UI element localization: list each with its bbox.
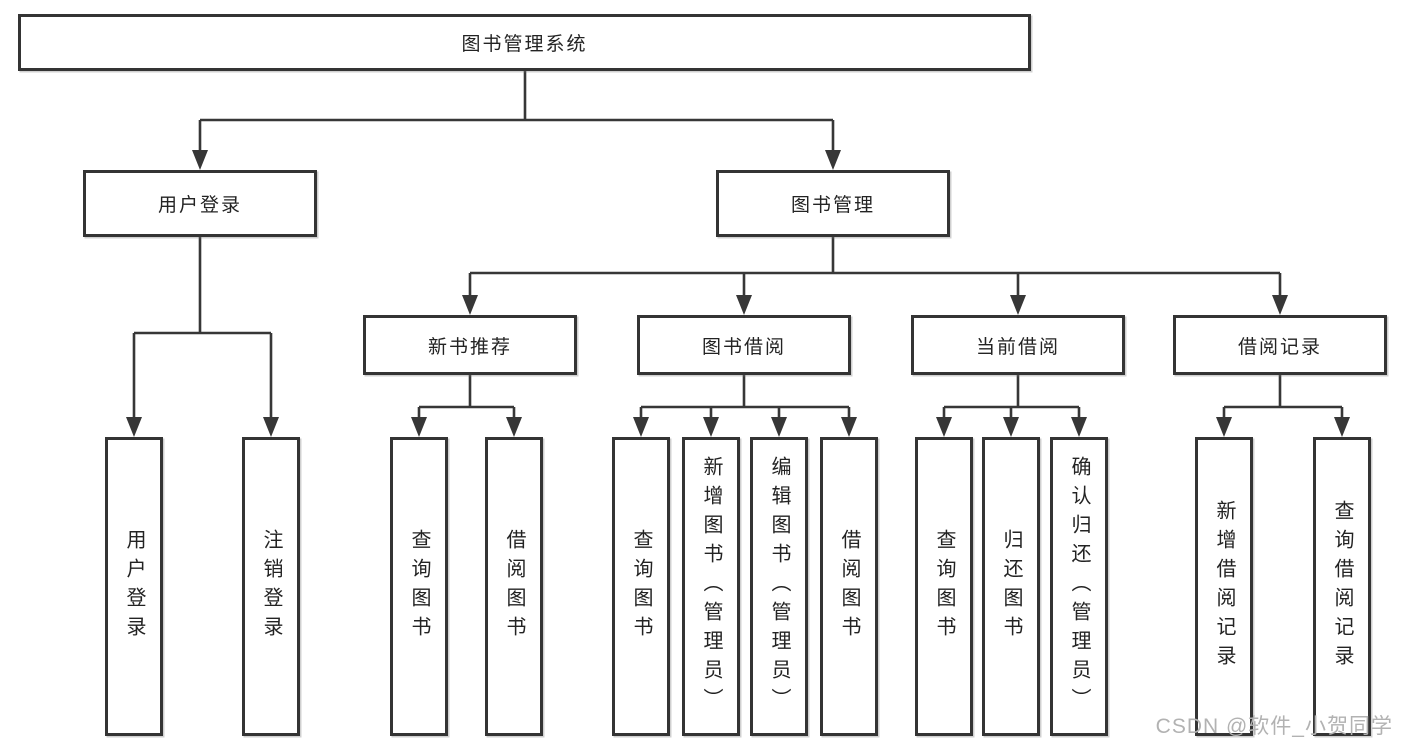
node-label: 当前借阅 <box>975 336 1060 358</box>
node-label: 新增借阅记录 <box>1213 499 1235 674</box>
node-library-management-system: 图书管理系统 <box>18 14 1031 71</box>
watermark: CSDN @软件_小贺同学 <box>1155 715 1393 738</box>
arrow-down-icon <box>1272 295 1288 315</box>
arrow-down-icon <box>263 417 279 437</box>
node-label: 新书推荐 <box>427 336 512 358</box>
node-label: 借阅图书 <box>503 528 525 645</box>
node-label: 查询图书 <box>933 528 955 645</box>
arrow-down-icon <box>126 417 142 437</box>
arrow-down-icon <box>1071 417 1087 437</box>
arrow-down-icon <box>1003 417 1019 437</box>
arrow-down-icon <box>936 417 952 437</box>
node-label: 借阅图书 <box>838 528 860 645</box>
connector-book-borrow-to-leaves <box>639 375 851 424</box>
leaf-query-books: 查询图书 <box>612 437 670 736</box>
arrow-down-icon <box>411 417 427 437</box>
leaf-borrow-books: 借阅图书 <box>485 437 543 736</box>
node-label: 借阅记录 <box>1237 336 1322 358</box>
leaf-edit-books-admin: 编辑图书（管理员） <box>750 437 808 736</box>
leaf-logout: 注销登录 <box>242 437 300 736</box>
arrow-down-icon <box>841 417 857 437</box>
node-label: 归还图书 <box>1000 528 1022 645</box>
connector-borrow-records-to-leaves <box>1222 375 1344 424</box>
leaf-confirm-return-admin: 确认归还（管理员） <box>1050 437 1108 736</box>
connector-book-mgmt-to-level3 <box>468 237 1282 302</box>
connector-new-book-rec-to-leaves <box>417 375 516 424</box>
node-label: 确认归还（管理员） <box>1068 456 1090 717</box>
arrow-down-icon <box>633 417 649 437</box>
arrow-down-icon <box>506 417 522 437</box>
node-label: 注销登录 <box>260 528 282 645</box>
node-label: 用户登录 <box>123 528 145 645</box>
arrow-down-icon <box>771 417 787 437</box>
arrow-down-icon <box>1216 417 1232 437</box>
leaf-add-borrow-record: 新增借阅记录 <box>1195 437 1253 736</box>
leaf-query-books: 查询图书 <box>390 437 448 736</box>
arrow-down-icon <box>462 295 478 315</box>
node-label: 用户登录 <box>157 195 242 216</box>
node-label: 图书管理 <box>790 195 875 216</box>
node-new-book-recommendation: 新书推荐 <box>363 315 577 375</box>
leaf-add-books-admin: 新增图书（管理员） <box>682 437 740 736</box>
node-label: 图书管理系统 <box>461 34 588 55</box>
arrow-down-icon <box>192 150 208 170</box>
connector-user-login-to-leaves <box>132 237 273 424</box>
node-book-borrowing: 图书借阅 <box>637 315 851 375</box>
arrow-down-icon <box>736 295 752 315</box>
node-book-management: 图书管理 <box>716 170 950 237</box>
arrow-down-icon <box>703 417 719 437</box>
node-label: 编辑图书（管理员） <box>768 456 790 717</box>
arrow-down-icon <box>1010 295 1026 315</box>
connector-current-borrow-to-leaves <box>942 375 1081 424</box>
leaf-query-books: 查询图书 <box>915 437 973 736</box>
node-label: 新增图书（管理员） <box>700 456 722 717</box>
node-label: 查询图书 <box>630 528 652 645</box>
leaf-borrow-books: 借阅图书 <box>820 437 878 736</box>
node-borrowing-records: 借阅记录 <box>1173 315 1387 375</box>
node-label: 查询借阅记录 <box>1331 499 1353 674</box>
arrow-down-icon <box>1334 417 1350 437</box>
leaf-user-login: 用户登录 <box>105 437 163 736</box>
node-label: 查询图书 <box>408 528 430 645</box>
node-label: 图书借阅 <box>701 336 786 358</box>
arrow-down-icon <box>825 150 841 170</box>
node-current-borrowing: 当前借阅 <box>911 315 1125 375</box>
leaf-query-borrow-record: 查询借阅记录 <box>1313 437 1371 736</box>
connector-root-to-level2 <box>198 71 835 157</box>
node-user-login: 用户登录 <box>83 170 317 237</box>
leaf-return-books: 归还图书 <box>982 437 1040 736</box>
